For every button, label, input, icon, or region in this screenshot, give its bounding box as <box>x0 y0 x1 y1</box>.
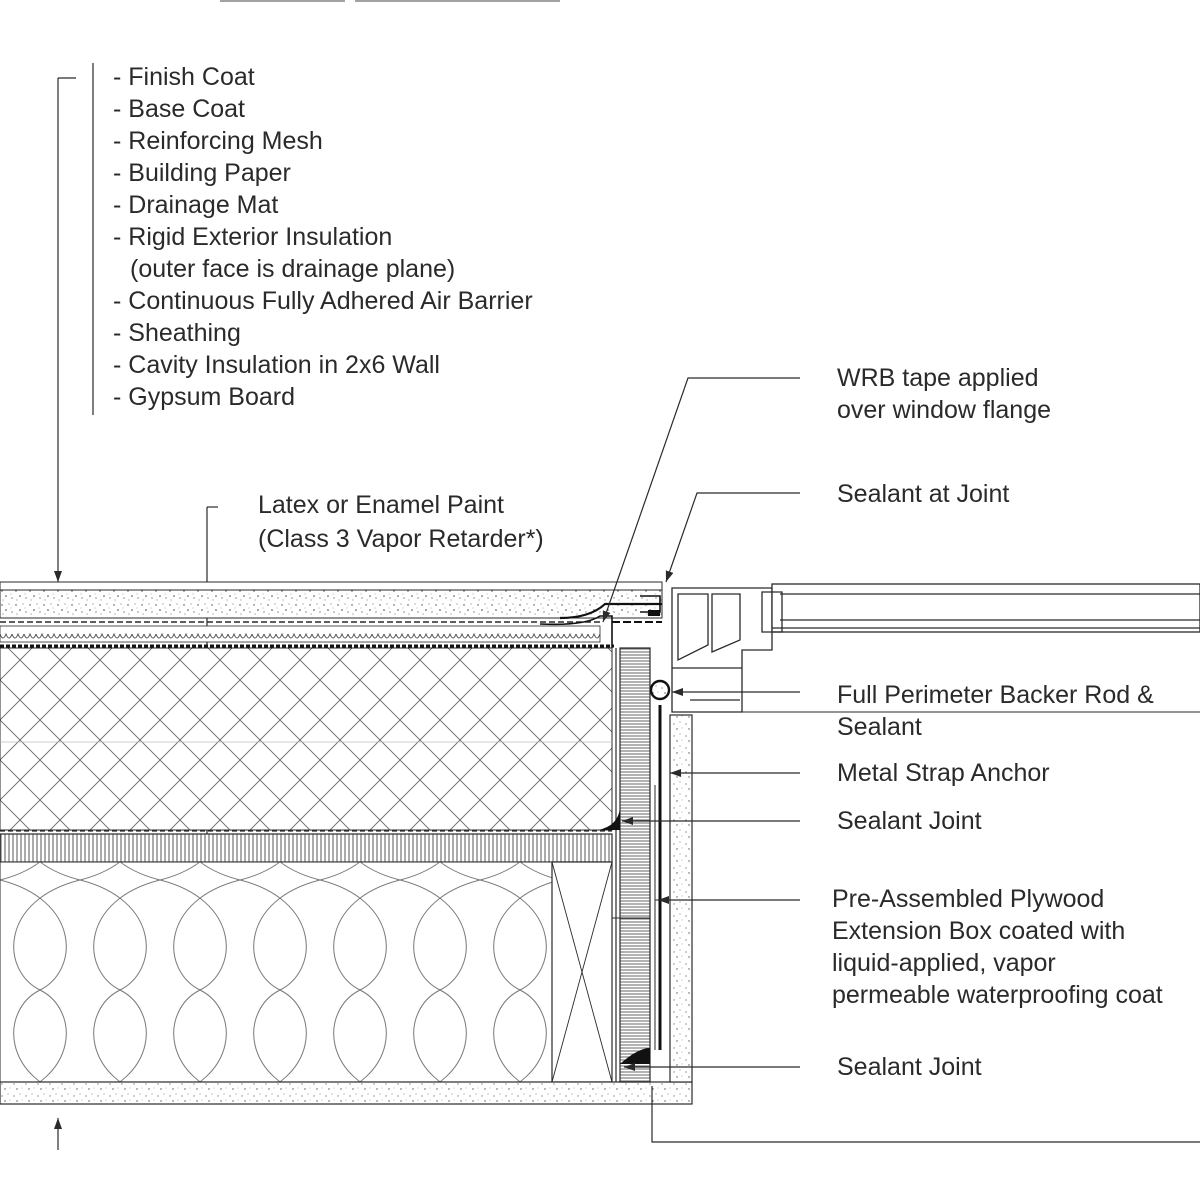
window-frame <box>671 583 1200 713</box>
layer-sheathing: - Sheathing <box>113 319 241 347</box>
wrb-tape-label: WRB tape applied over window flange <box>837 362 1051 426</box>
backer-rod-label-line-1: Full Perimeter Backer Rod & <box>837 681 1154 709</box>
layer-list: - Finish Coat - Base Coat - Reinforcing … <box>113 61 533 413</box>
sealant-joint-lower-label: Sealant Joint <box>837 1053 982 1081</box>
sealant-fillet-lower <box>620 1048 650 1064</box>
callout-leaders <box>602 377 1200 1143</box>
glazing-unit <box>771 583 1200 633</box>
metal-strap-label: Metal Strap Anchor <box>837 759 1050 787</box>
jamb-gypsum <box>669 714 693 1083</box>
layer-rigid-insulation-note: (outer face is drainage plane) <box>130 255 456 283</box>
drainage-mat <box>0 625 601 643</box>
base-coat <box>0 589 663 619</box>
backer-rod-label: Full Perimeter Backer Rod & Sealant <box>837 679 1154 743</box>
layer-list-bracket <box>54 63 94 1150</box>
extension-box <box>598 647 693 1083</box>
layer-rigid-insulation: - Rigid Exterior Insulation <box>113 223 393 251</box>
wrb-tape-label-line-2: over window flange <box>837 396 1052 424</box>
sheathing <box>0 833 613 863</box>
layer-base-coat: - Base Coat <box>113 95 246 123</box>
plywood-box-label-line-3: liquid-applied, vapor <box>832 949 1056 977</box>
layer-finish-coat: - Finish Coat <box>113 63 255 91</box>
gypsum-board <box>0 1081 693 1105</box>
paint-label-line-2: (Class 3 Vapor Retarder*) <box>258 525 544 553</box>
layer-air-barrier: - Continuous Fully Adhered Air Barrier <box>113 287 533 315</box>
wrb-tape <box>559 602 662 620</box>
wrb-tape-label-line-1: WRB tape applied <box>837 364 1039 392</box>
layer-drainage-mat: - Drainage Mat <box>113 191 279 219</box>
layer-gypsum-board: - Gypsum Board <box>113 383 296 411</box>
cavity-insulation <box>0 861 553 1083</box>
backer-rod <box>649 679 671 701</box>
finish-coat <box>0 581 663 591</box>
sealant-at-joint-label: Sealant at Joint <box>837 480 1010 508</box>
wood-stud <box>551 861 613 1083</box>
wall-assembly <box>0 581 693 1105</box>
plywood-box-label-line-4: permeable waterproofing coat <box>832 981 1163 1009</box>
rigid-insulation <box>0 647 613 831</box>
plywood-box-label: Pre-Assembled Plywood Extension Box coat… <box>832 883 1163 1011</box>
plywood-box-label-line-2: Extension Box coated with <box>832 917 1126 945</box>
sealant-at-joint-leader <box>665 492 800 583</box>
paint-label: Latex or Enamel Paint (Class 3 Vapor Ret… <box>258 488 544 556</box>
layer-cavity-insulation: - Cavity Insulation in 2x6 Wall <box>113 351 440 379</box>
extension-lower-leader <box>651 1086 1200 1143</box>
sealant-joint-upper-label: Sealant Joint <box>837 807 982 835</box>
sealant-fillet-upper <box>598 808 620 830</box>
plywood-extension <box>619 647 651 1083</box>
backer-rod-label-line-2: Sealant <box>837 713 922 741</box>
layer-building-paper: - Building Paper <box>113 159 291 187</box>
wrb-leader <box>602 377 800 623</box>
plywood-box-label-line-1: Pre-Assembled Plywood <box>832 885 1105 913</box>
layer-reinforcing-mesh: - Reinforcing Mesh <box>113 127 323 155</box>
paint-label-line-1: Latex or Enamel Paint <box>258 491 504 519</box>
